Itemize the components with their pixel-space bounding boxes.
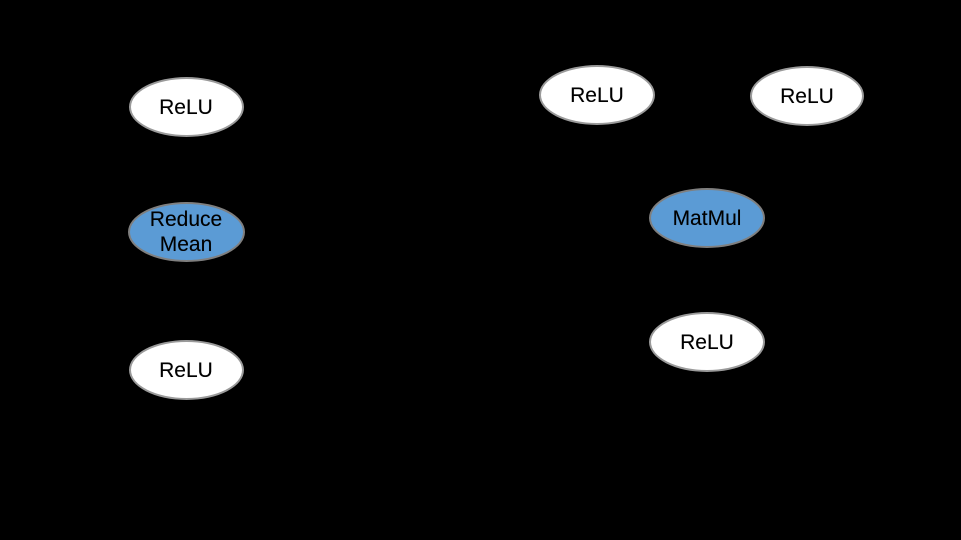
node-label: MatMul	[672, 206, 742, 230]
node-relu-left-top: ReLU	[128, 77, 244, 137]
node-relu-left-bottom: ReLU	[128, 340, 244, 400]
node-label: Reduce Mean	[149, 208, 223, 256]
node-reduce-mean: Reduce Mean	[127, 202, 245, 262]
node-label: ReLU	[159, 358, 213, 382]
node-label: ReLU	[680, 330, 734, 354]
node-label: ReLU	[570, 83, 624, 107]
node-relu-right-bottom: ReLU	[649, 312, 765, 372]
node-relu-right-upper-left: ReLU	[539, 65, 655, 125]
node-label: ReLU	[780, 84, 834, 108]
node-relu-right-upper-right: ReLU	[750, 66, 864, 126]
node-matmul: MatMul	[649, 188, 765, 248]
node-label: ReLU	[159, 95, 213, 119]
